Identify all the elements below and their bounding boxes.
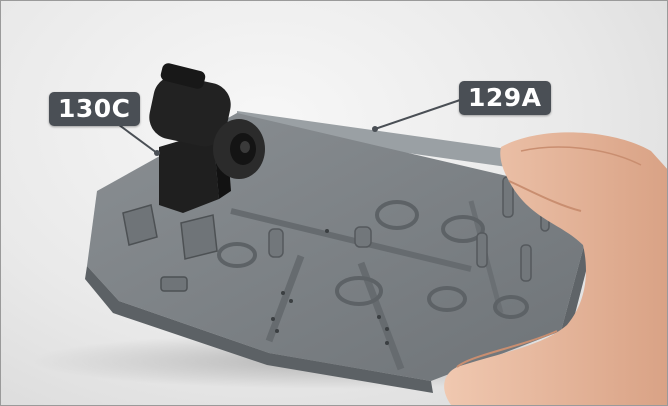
callout-label-129a: 129A: [459, 81, 551, 115]
hand: [444, 132, 667, 405]
part-130c-assembly: [149, 63, 265, 213]
leader-line-129a: [374, 98, 464, 130]
callout-label-130c: 130C: [49, 92, 140, 126]
